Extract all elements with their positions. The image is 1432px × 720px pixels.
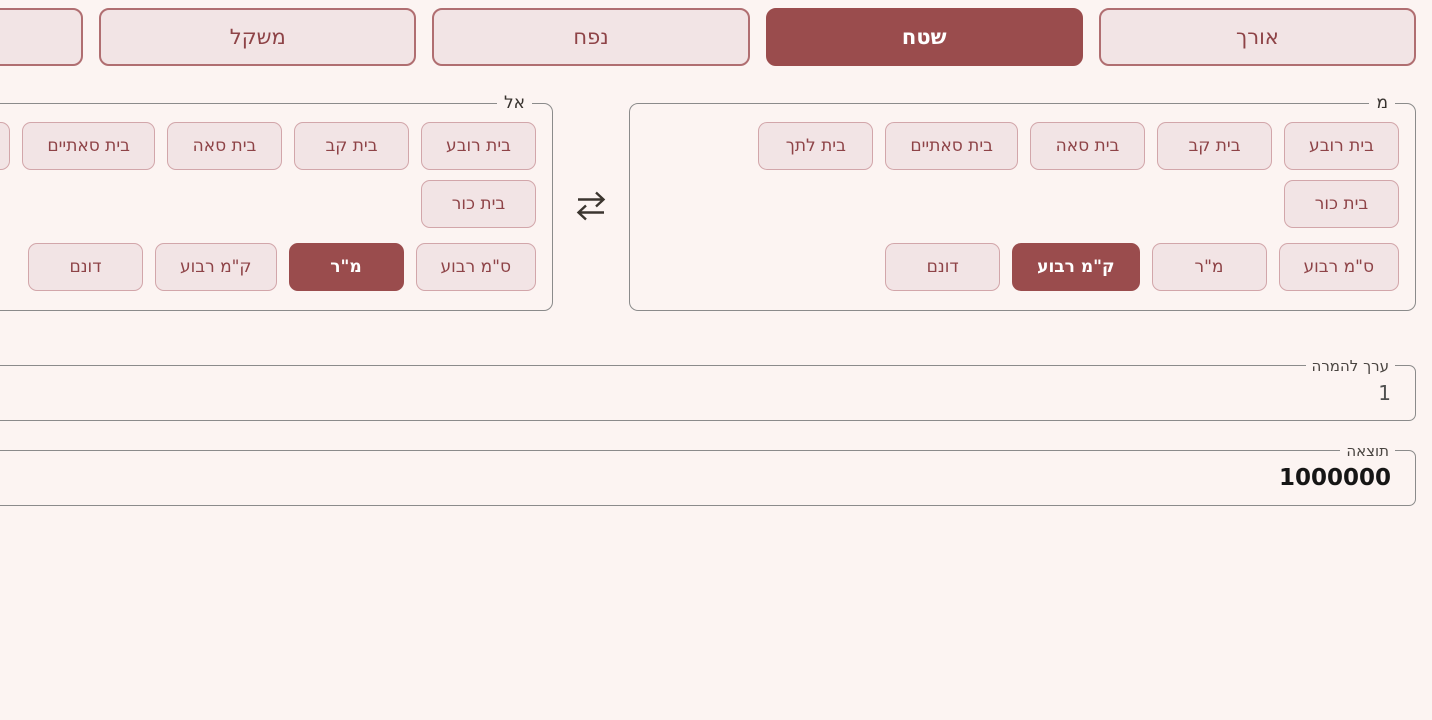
from-unit-beit-seah[interactable]: בית סאה	[1030, 122, 1145, 170]
to-unit-beit-seah[interactable]: בית סאה	[167, 122, 282, 170]
from-unit-beit-letech[interactable]: בית לתך	[758, 122, 874, 170]
to-unit-square-m[interactable]: מ"ר	[288, 243, 404, 291]
from-unit-beit-rova[interactable]: בית רובע	[1284, 122, 1399, 170]
swap-horizontal-icon	[571, 191, 611, 228]
from-unit-beit-saatayim[interactable]: בית סאתיים	[885, 122, 1018, 170]
tab-offscreen[interactable]	[0, 8, 84, 66]
to-unit-square-cm[interactable]: ס"מ רבוע	[415, 243, 536, 291]
convert-value-input[interactable]	[0, 366, 1415, 420]
swap-units-button[interactable]	[567, 183, 615, 232]
from-unit-row-2: בית כור	[646, 180, 1399, 228]
category-tabs: אורך שטח נפח משקל	[0, 8, 1416, 66]
tab-area[interactable]: שטח	[765, 8, 1083, 66]
from-unit-square-cm[interactable]: ס"מ רבוע	[1278, 243, 1399, 291]
swap-area	[553, 103, 629, 311]
to-unit-dunam[interactable]: דונם	[27, 243, 143, 291]
tab-length[interactable]: אורך	[1098, 8, 1416, 66]
result-field: תוצאה	[0, 441, 1416, 506]
tab-volume[interactable]: נפח	[432, 8, 750, 66]
from-unit-beit-kav[interactable]: בית קב	[1157, 122, 1272, 170]
to-unit-row-2: בית כור	[0, 180, 536, 228]
tab-weight[interactable]: משקל	[99, 8, 417, 66]
to-unit-beit-saatayim[interactable]: בית סאתיים	[22, 122, 155, 170]
from-unit-dunam[interactable]: דונם	[885, 243, 1001, 291]
from-unit-square-km[interactable]: ק"מ רבוע	[1012, 243, 1140, 291]
from-unit-beit-kor[interactable]: בית כור	[1284, 180, 1399, 228]
convert-value-field: ערך להמרה	[0, 356, 1416, 421]
to-unit-beit-letech[interactable]: בית לתך	[0, 122, 11, 170]
to-unit-beit-kor[interactable]: בית כור	[421, 180, 536, 228]
to-unit-beit-rova[interactable]: בית רובע	[421, 122, 536, 170]
result-output[interactable]	[0, 451, 1415, 505]
from-unit-square-m[interactable]: מ"ר	[1151, 243, 1267, 291]
to-unit-beit-kav[interactable]: בית קב	[294, 122, 409, 170]
from-group-legend: מ	[1369, 92, 1395, 114]
to-unit-square-km[interactable]: ק"מ רבוע	[154, 243, 277, 291]
to-group-legend: אל	[496, 92, 532, 114]
